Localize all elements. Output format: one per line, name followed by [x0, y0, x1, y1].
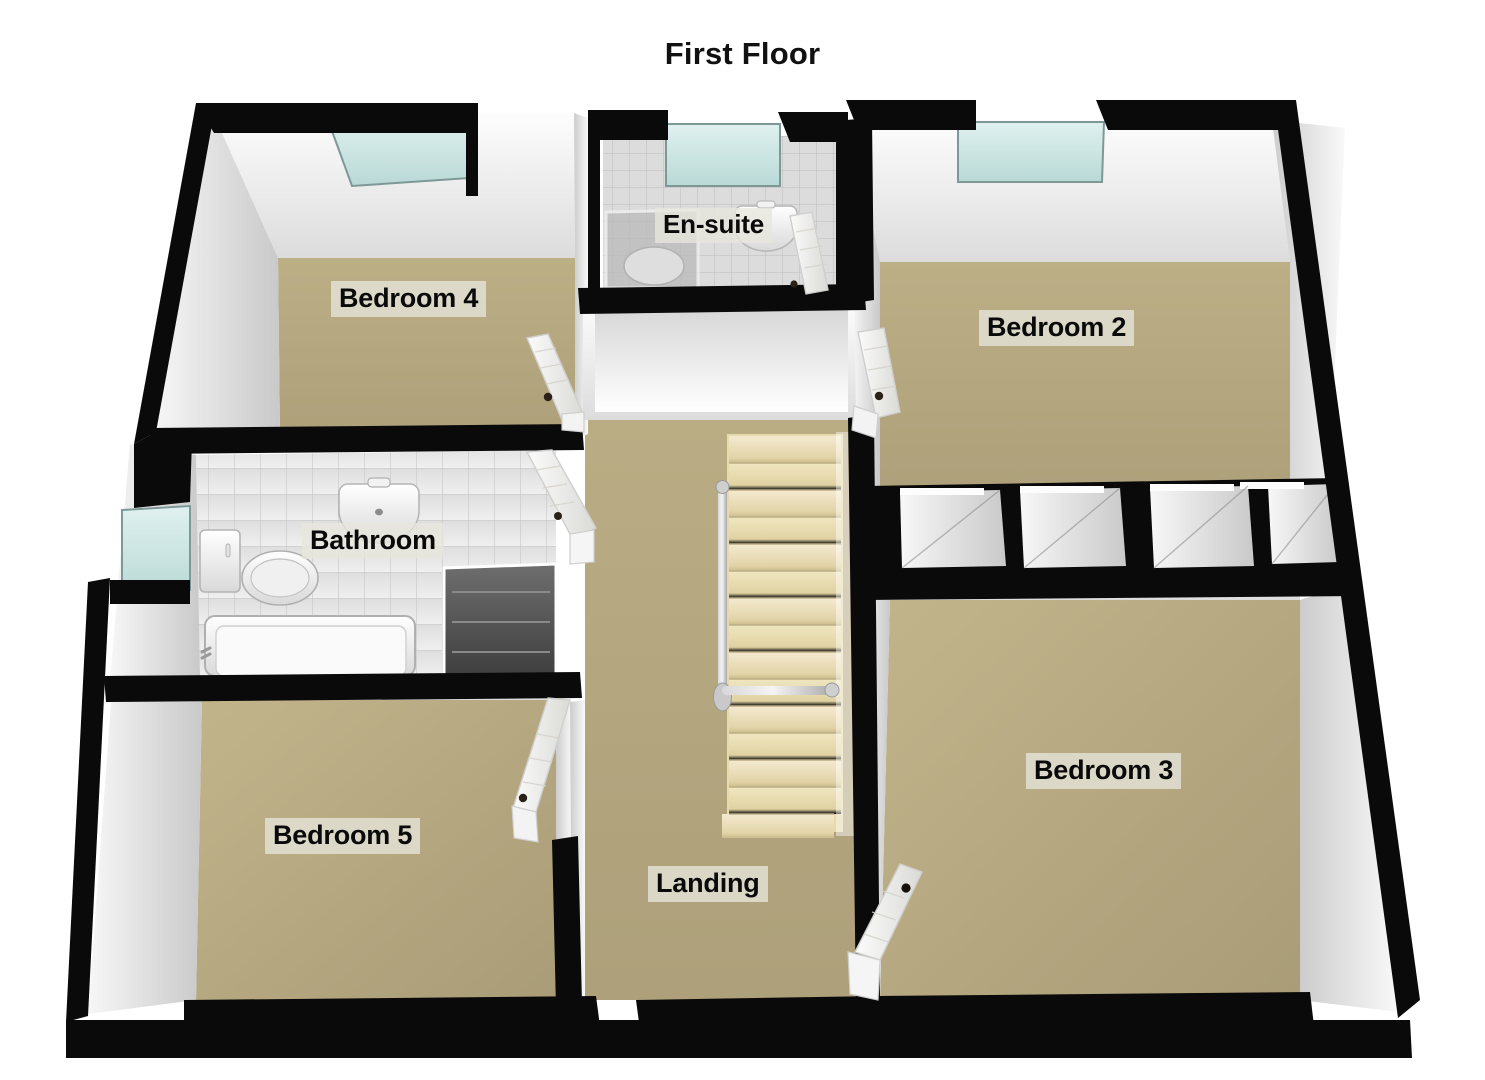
bathroom-cistern-icon	[199, 529, 241, 593]
door-bedroom-4	[526, 333, 585, 433]
door-bedroom-5	[511, 697, 571, 843]
floor-bedroom-3	[880, 600, 1300, 1000]
stair-treads	[722, 436, 841, 838]
door-bathroom	[525, 449, 597, 565]
page-title: First Floor	[664, 36, 821, 71]
door-bedroom-2	[851, 327, 901, 439]
floor-bedroom-2	[880, 262, 1290, 500]
built-in-wardrobes	[864, 478, 1346, 592]
stair-handrail	[713, 480, 840, 712]
window-bedroom-2	[957, 121, 1106, 183]
walls	[66, 100, 1420, 1058]
door-ensuite	[789, 211, 829, 295]
bathroom-bathtub-icon	[200, 615, 416, 677]
wallface-bed4-left	[153, 113, 280, 436]
wallface-bed4-back	[213, 113, 575, 258]
bathroom-airing-cupboard	[442, 562, 558, 678]
door-bedroom-3	[847, 863, 923, 1001]
room-label-landing: Landing	[648, 866, 768, 902]
room-label-bedroom-4: Bedroom 4	[331, 281, 487, 317]
doors	[511, 211, 923, 1001]
staircase	[713, 432, 856, 838]
room-label-bedroom-2: Bedroom 2	[979, 310, 1135, 346]
wallface-bed3-right	[1300, 584, 1398, 1012]
room-label-ensuite: En-suite	[655, 208, 772, 243]
wallface-bed5-left	[88, 690, 202, 1014]
room-label-bathroom: Bathroom	[302, 523, 444, 559]
wallface-landing-top-inner	[595, 310, 848, 412]
room-label-bedroom-5: Bedroom 5	[265, 818, 421, 854]
window-ensuite	[665, 123, 781, 187]
bathroom-toilet-icon	[241, 550, 319, 606]
room-label-bedroom-3: Bedroom 3	[1026, 753, 1182, 789]
ensuite-toilet-icon	[623, 246, 685, 286]
